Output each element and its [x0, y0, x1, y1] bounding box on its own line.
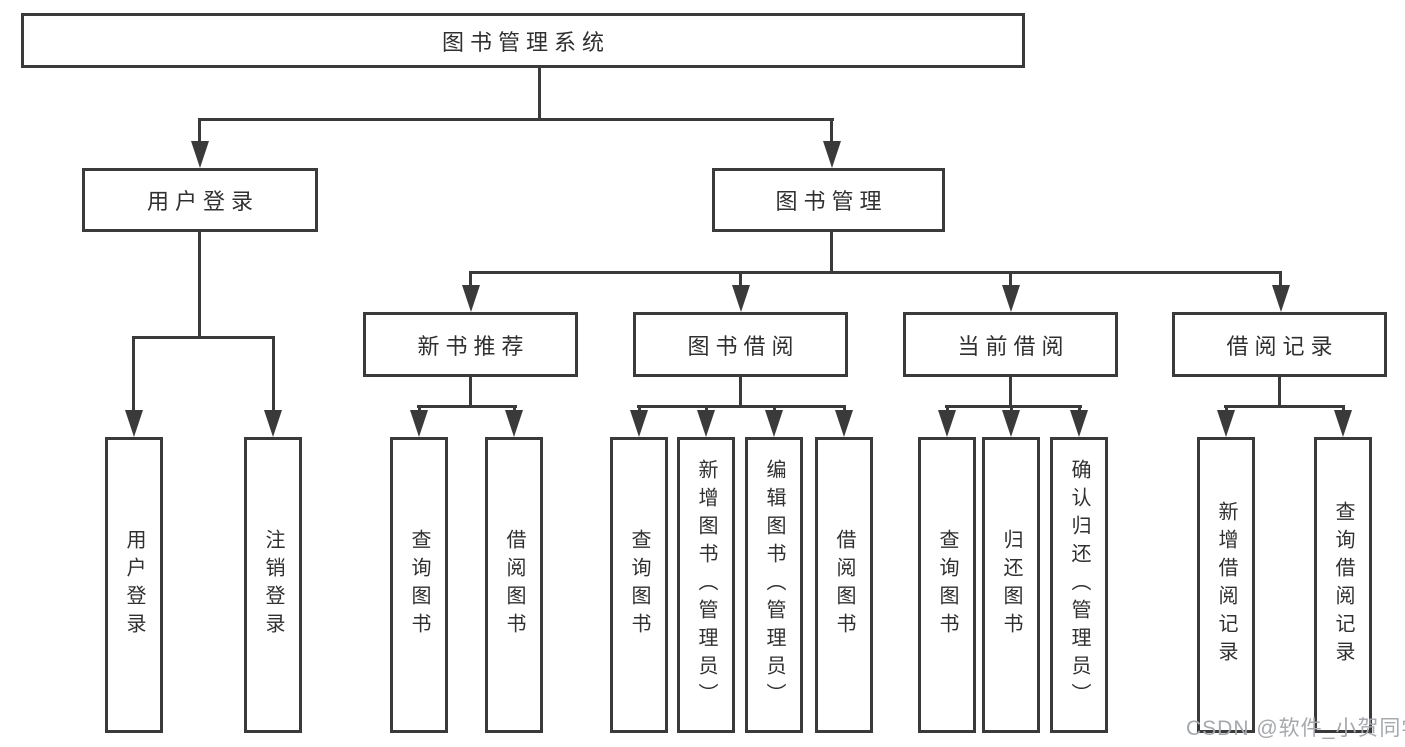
leaf-label: 借阅图书	[833, 529, 855, 641]
node-book-manage-label: 图书管理	[775, 189, 888, 214]
arrowhead-icon	[1217, 410, 1235, 437]
leaf-record-query: 查询借阅记录	[1314, 437, 1372, 733]
leaf-newbook-borrow: 借阅图书	[485, 437, 543, 733]
arrowhead-icon	[462, 285, 480, 312]
connector-leaf-drop	[1342, 405, 1345, 414]
connector-leaf-drop	[638, 405, 641, 414]
arrowhead-icon	[125, 410, 143, 437]
node-user-login: 用户登录	[82, 168, 318, 232]
arrowhead-icon	[191, 141, 209, 168]
node-book-borrow: 图书借阅	[633, 312, 848, 377]
connector-current-borrow-stub	[1009, 377, 1012, 408]
node-borrow-record-label: 借阅记录	[1226, 333, 1339, 359]
leaf-current-return: 归还图书	[982, 437, 1040, 733]
arrowhead-icon	[938, 410, 956, 437]
node-root: 图书管理系统	[21, 13, 1025, 68]
arrowhead-icon	[697, 410, 715, 437]
node-book-manage: 图书管理	[712, 168, 945, 232]
connector-root-stub	[538, 68, 541, 118]
connector-leaf-drop	[773, 405, 776, 414]
connector-leaf-drop	[418, 405, 421, 414]
connector-user-login-stub	[198, 232, 201, 339]
leaf-label: 用户登录	[123, 529, 145, 641]
connector-leaf-drop	[1010, 405, 1013, 414]
node-new-book: 新书推荐	[363, 312, 578, 377]
watermark: CSDN @软件_小贺同学	[1186, 717, 1405, 740]
connector-leaf-drop	[132, 336, 135, 412]
connector-user-login-drop	[198, 118, 201, 146]
connector-user-login-rail	[132, 336, 275, 339]
connector-borrow-record-rail	[1224, 405, 1345, 408]
leaf-label: 查询借阅记录	[1332, 501, 1354, 669]
leaf-label: 归还图书	[1000, 529, 1022, 641]
connector-new-book-rail	[417, 405, 517, 408]
arrowhead-icon	[765, 410, 783, 437]
connector-level2-rail	[469, 271, 1282, 274]
node-current-borrow: 当前借阅	[903, 312, 1118, 377]
connector-leaf-drop	[272, 336, 275, 412]
arrowhead-icon	[630, 410, 648, 437]
connector-book-borrow-stub	[739, 377, 742, 408]
node-book-borrow-label: 图书借阅	[687, 333, 800, 359]
connector-book-manage-stub	[830, 232, 833, 274]
arrowhead-icon	[1070, 410, 1088, 437]
leaf-newbook-query: 查询图书	[390, 437, 448, 733]
arrowhead-icon	[505, 410, 523, 437]
leaf-label: 查询图书	[628, 529, 650, 641]
arrowhead-icon	[1002, 410, 1020, 437]
leaf-borrow-add-admin: 新增图书（管理员）	[677, 437, 735, 733]
connector-leaf-drop	[1225, 405, 1228, 414]
connector-leaf-drop	[705, 405, 708, 414]
leaf-label: 确认归还（管理员）	[1068, 459, 1090, 711]
arrowhead-icon	[1334, 410, 1352, 437]
node-root-label: 图书管理系统	[441, 29, 610, 55]
leaf-borrow-edit-admin: 编辑图书（管理员）	[745, 437, 803, 733]
connector-current-borrow-rail	[945, 405, 1082, 408]
leaf-label: 查询图书	[408, 529, 430, 641]
connector-borrow-record-stub	[1278, 377, 1281, 408]
leaf-user-login: 用户登录	[105, 437, 163, 733]
leaf-borrow-query: 查询图书	[610, 437, 668, 733]
arrowhead-icon	[1002, 285, 1020, 312]
leaf-borrow-book: 借阅图书	[815, 437, 873, 733]
leaf-label: 借阅图书	[503, 529, 525, 641]
connector-section-drop	[469, 271, 472, 289]
node-new-book-label: 新书推荐	[417, 333, 530, 359]
connector-leaf-drop	[843, 405, 846, 414]
node-borrow-record: 借阅记录	[1172, 312, 1387, 377]
leaf-label: 新增图书（管理员）	[695, 459, 717, 711]
connector-section-drop	[1009, 271, 1012, 289]
leaf-label: 查询图书	[936, 529, 958, 641]
arrowhead-icon	[823, 141, 841, 168]
leaf-current-confirm-admin: 确认归还（管理员）	[1050, 437, 1108, 733]
connector-book-borrow-rail	[637, 405, 846, 408]
node-user-login-label: 用户登录	[146, 189, 259, 214]
arrowhead-icon	[264, 410, 282, 437]
leaf-record-add: 新增借阅记录	[1197, 437, 1255, 733]
connector-section-drop	[739, 271, 742, 289]
leaf-current-query: 查询图书	[918, 437, 976, 733]
connector-book-manage-drop	[830, 118, 833, 146]
connector-level1-rail	[198, 118, 834, 121]
connector-leaf-drop	[946, 405, 949, 414]
connector-section-drop	[1279, 271, 1282, 289]
node-current-borrow-label: 当前借阅	[957, 333, 1070, 359]
connector-new-book-stub	[469, 377, 472, 408]
leaf-logout: 注销登录	[244, 437, 302, 733]
arrowhead-icon	[1272, 285, 1290, 312]
leaf-label: 编辑图书（管理员）	[763, 459, 785, 711]
arrowhead-icon	[835, 410, 853, 437]
connector-leaf-drop	[513, 405, 516, 414]
arrowhead-icon	[410, 410, 428, 437]
leaf-label: 注销登录	[262, 529, 284, 641]
leaf-label: 新增借阅记录	[1215, 501, 1237, 669]
connector-leaf-drop	[1078, 405, 1081, 414]
arrowhead-icon	[732, 285, 750, 312]
